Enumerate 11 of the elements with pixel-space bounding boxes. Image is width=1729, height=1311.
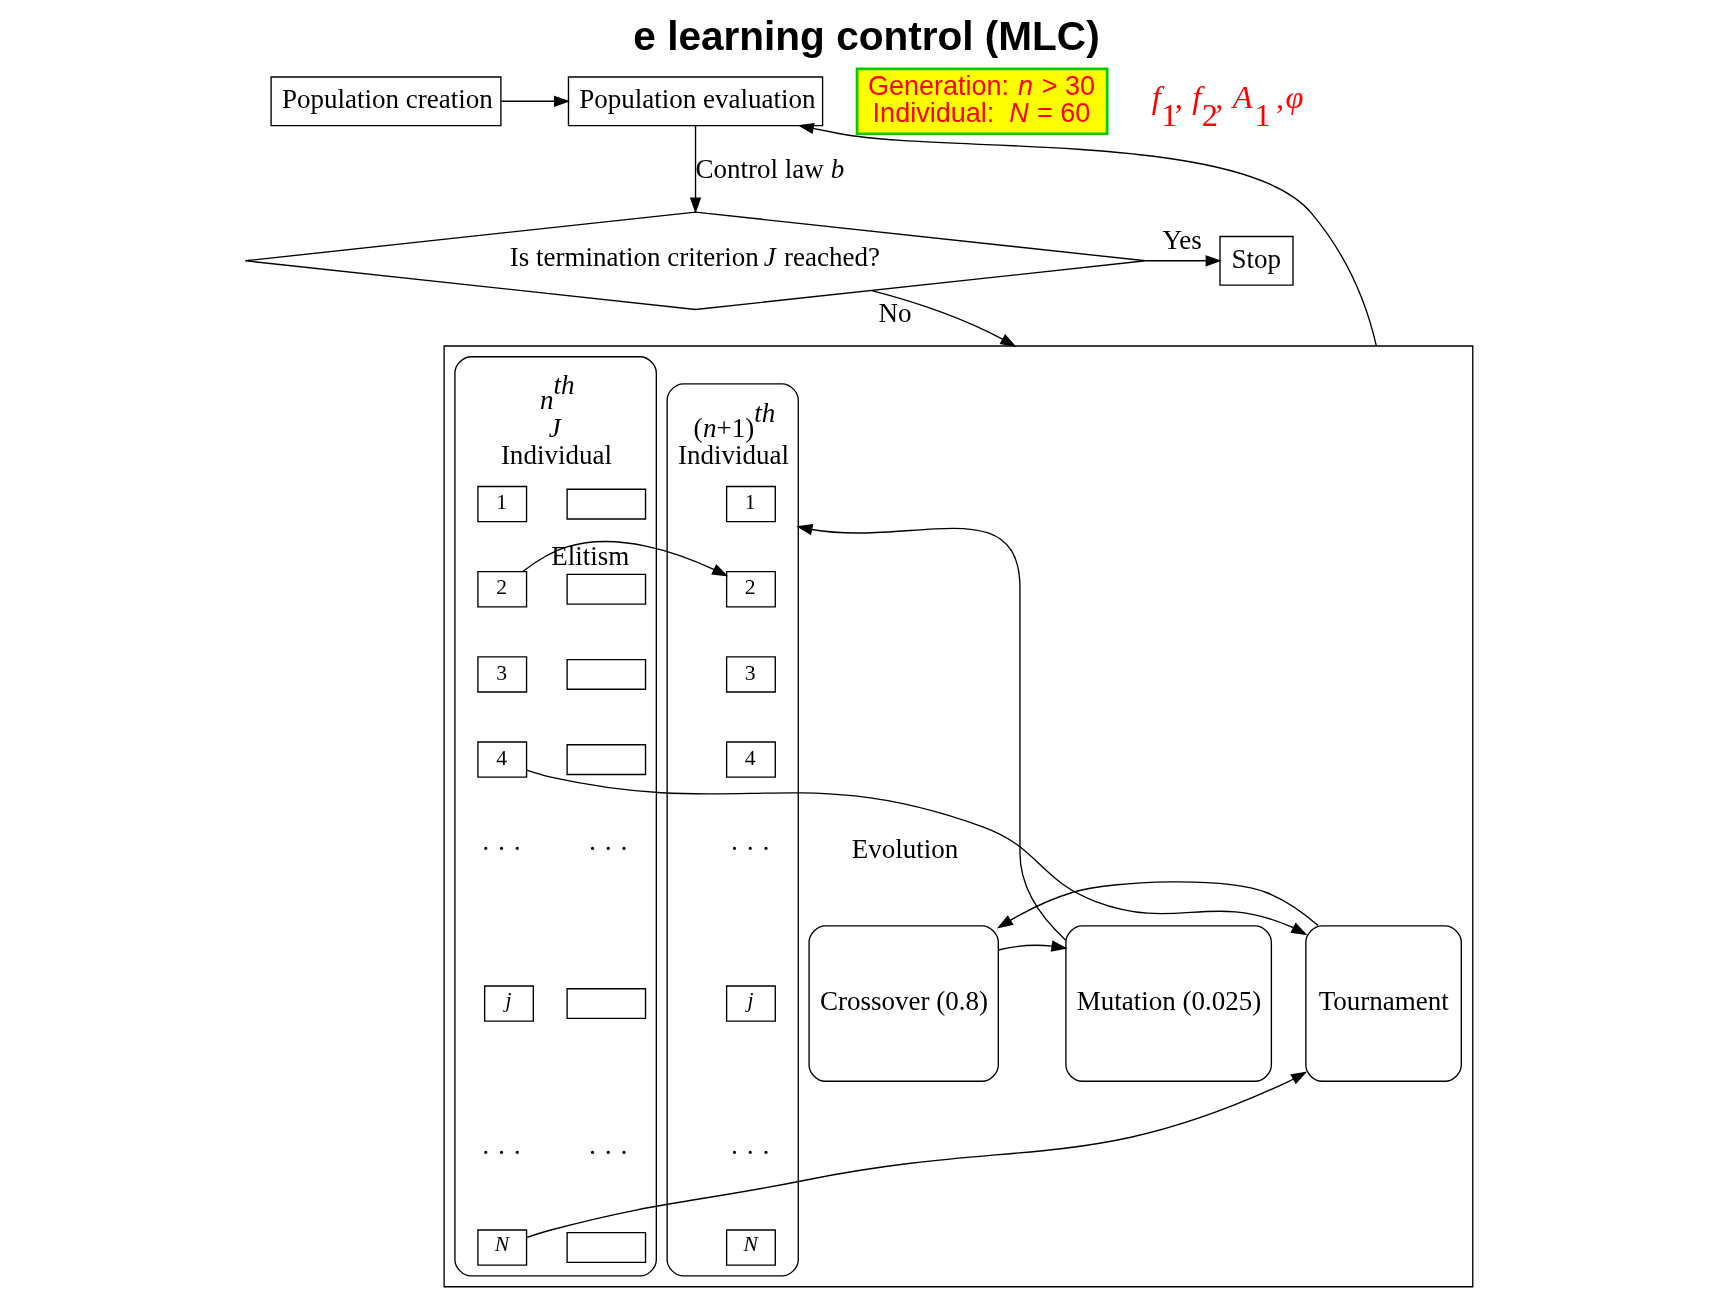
- label: · · ·: [481, 834, 522, 865]
- label: · · ·: [588, 1138, 629, 1169]
- label: · · ·: [588, 834, 629, 865]
- label: · · ·: [481, 1138, 522, 1169]
- edge-label: Yes: [1162, 224, 1202, 255]
- label: Evolution: [851, 834, 959, 865]
- edge-label: Control law b: [695, 154, 845, 185]
- edge-label: Elitism: [551, 540, 630, 571]
- label: · · ·: [730, 1138, 771, 1169]
- label: · · ·: [730, 834, 771, 865]
- diagram-title: e learning control (MLC): [633, 12, 1100, 59]
